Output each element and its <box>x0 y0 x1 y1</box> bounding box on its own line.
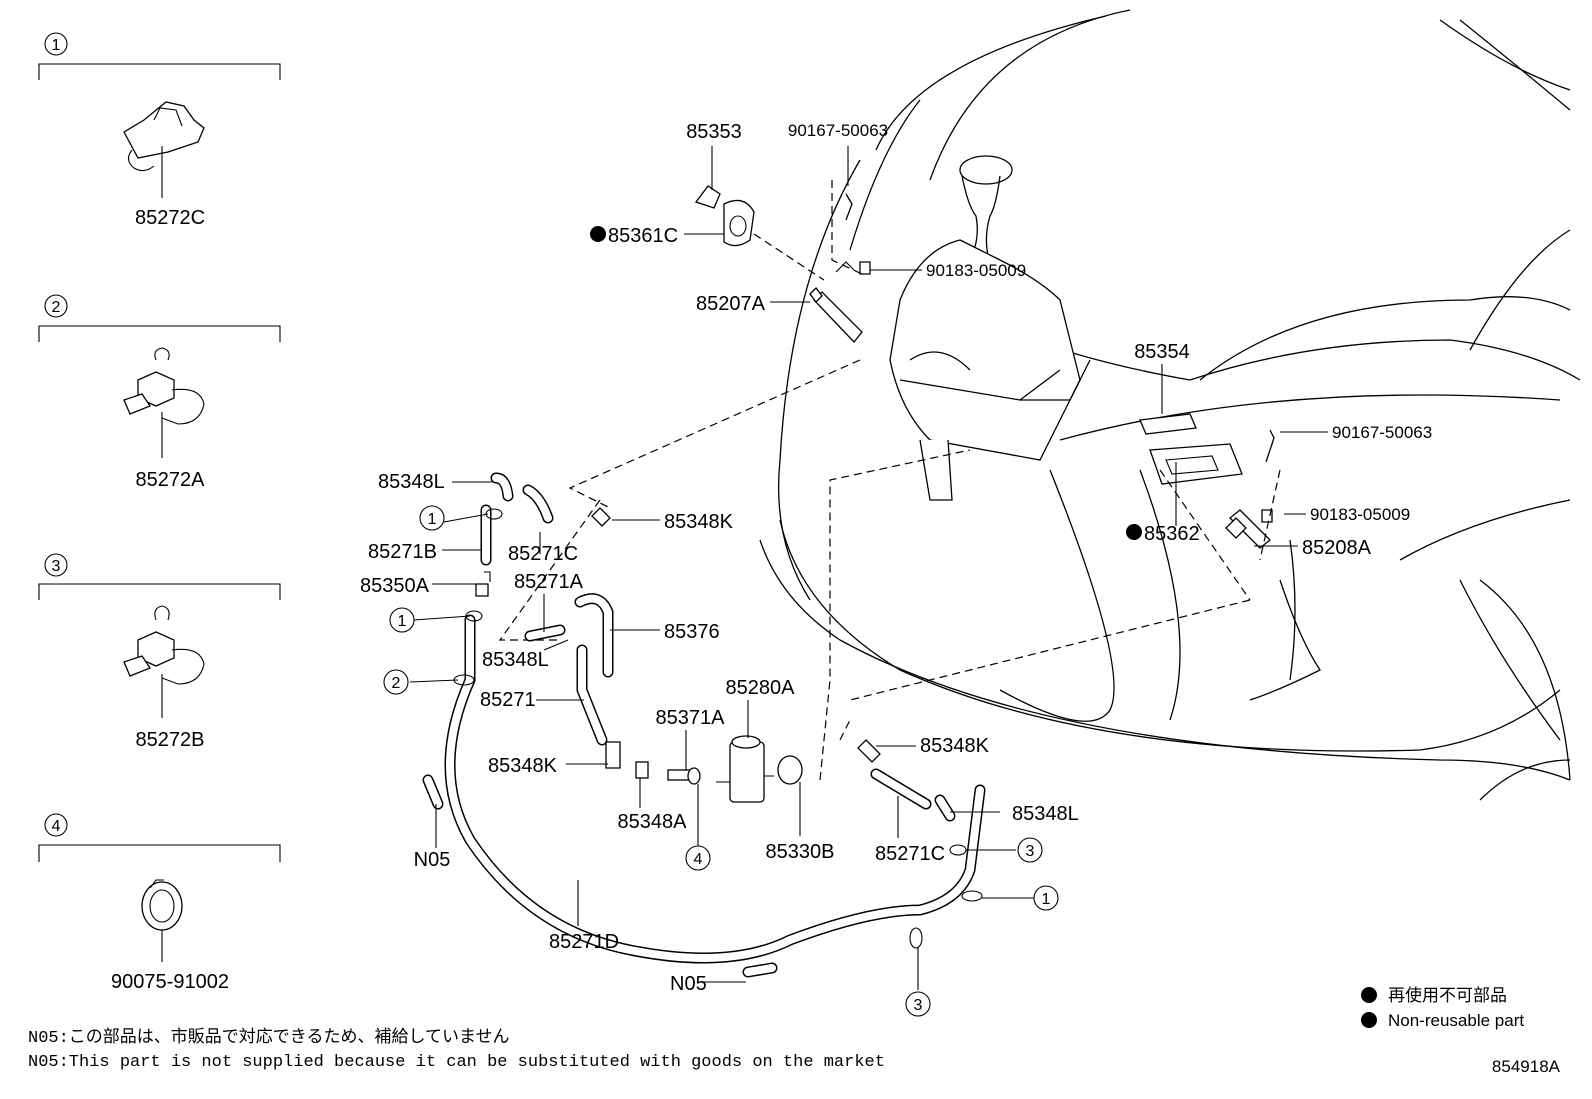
note-jp: N05:この部品は、市販品で対応できるため、補給していません <box>28 1027 509 1048</box>
svg-text:2: 2 <box>392 675 401 692</box>
label-90167-50063-b: 90167-50063 <box>1332 423 1432 442</box>
label-85207a: 85207A <box>696 293 766 315</box>
svg-text:85272B: 85272B <box>136 729 205 751</box>
svg-text:3: 3 <box>914 997 923 1014</box>
svg-text:2: 2 <box>52 299 61 316</box>
part-labels: 85353 90167-50063 85361C 90183-05009 852… <box>360 121 1432 995</box>
clip-panel-3: 3 85272B <box>38 553 281 751</box>
washer-pump <box>475 507 881 803</box>
label-85348k-c: 85348K <box>920 735 990 757</box>
label-85371a: 85371A <box>656 707 726 729</box>
label-85280a: 85280A <box>726 677 796 699</box>
label-90183-05009-a: 90183-05009 <box>926 261 1026 280</box>
label-85348l-b: 85348L <box>482 649 549 671</box>
note-en: N05:This part is not supplied because it… <box>28 1053 885 1072</box>
legend: 再使用不可部品 Non-reusable part <box>1361 985 1524 1030</box>
clip-panel-1: 1 85272C <box>38 32 281 229</box>
label-85348l-a: 85348L <box>378 471 445 493</box>
label-85353: 85353 <box>686 121 742 143</box>
label-85354: 85354 <box>1134 341 1190 363</box>
label-85330b: 85330B <box>766 841 835 863</box>
nonreusable-dot-85361c <box>590 226 606 242</box>
label-85271c-b: 85271C <box>875 843 945 865</box>
svg-text:1: 1 <box>1042 891 1051 908</box>
headlamp-cleaner-right <box>1139 413 1275 549</box>
label-n05-b: N05 <box>670 973 707 995</box>
clip-panel-4: 4 90075-91002 <box>38 813 281 993</box>
label-85348k-b: 85348K <box>488 755 558 777</box>
svg-text:1: 1 <box>428 511 437 528</box>
footnotes: N05:この部品は、市販品で対応できるため、補給していません N05:This … <box>28 1027 1561 1076</box>
diagram-id: 854918A <box>1492 1057 1561 1076</box>
label-85271b: 85271B <box>368 541 437 563</box>
label-85348l-c: 85348L <box>1012 803 1079 825</box>
headlamp-cleaner-left <box>694 185 871 343</box>
svg-text:3: 3 <box>52 558 61 575</box>
leader-lines <box>409 146 1328 990</box>
routing-dashes <box>498 180 1281 781</box>
svg-text:90075-91002: 90075-91002 <box>111 971 229 993</box>
washer-tank <box>889 155 1091 501</box>
label-90183-05009-b: 90183-05009 <box>1310 505 1410 524</box>
label-85376: 85376 <box>664 621 720 643</box>
clip-panel-2: 2 85272A <box>38 294 281 491</box>
label-n05-a: N05 <box>414 849 451 871</box>
label-85271d: 85271D <box>549 931 619 953</box>
label-85350a: 85350A <box>360 575 430 597</box>
nonreusable-dot-85362 <box>1126 524 1142 540</box>
label-85271a: 85271A <box>514 571 584 593</box>
label-85271: 85271 <box>480 689 536 711</box>
label-85362: 85362 <box>1144 523 1200 545</box>
label-85361c: 85361C <box>608 225 678 247</box>
svg-text:85272C: 85272C <box>135 207 205 229</box>
svg-text:3: 3 <box>1026 843 1035 860</box>
svg-text:4: 4 <box>52 818 61 835</box>
svg-text:4: 4 <box>694 851 703 868</box>
svg-text:1: 1 <box>52 37 61 54</box>
callout-circles: 1 1 2 4 3 1 3 <box>383 505 1059 1017</box>
hoses <box>422 472 986 978</box>
legend-jp: 再使用不可部品 <box>1388 985 1507 1005</box>
svg-text:85272A: 85272A <box>136 469 206 491</box>
label-85271c-a: 85271C <box>508 543 578 565</box>
label-85208a: 85208A <box>1302 537 1372 559</box>
svg-text:1: 1 <box>398 613 407 630</box>
label-85348k-a: 85348K <box>664 511 734 533</box>
vehicle-body-outline <box>759 9 1581 801</box>
legend-en: Non-reusable part <box>1388 1011 1524 1030</box>
label-85348a: 85348A <box>618 811 688 833</box>
label-90167-50063-a: 90167-50063 <box>788 121 888 140</box>
